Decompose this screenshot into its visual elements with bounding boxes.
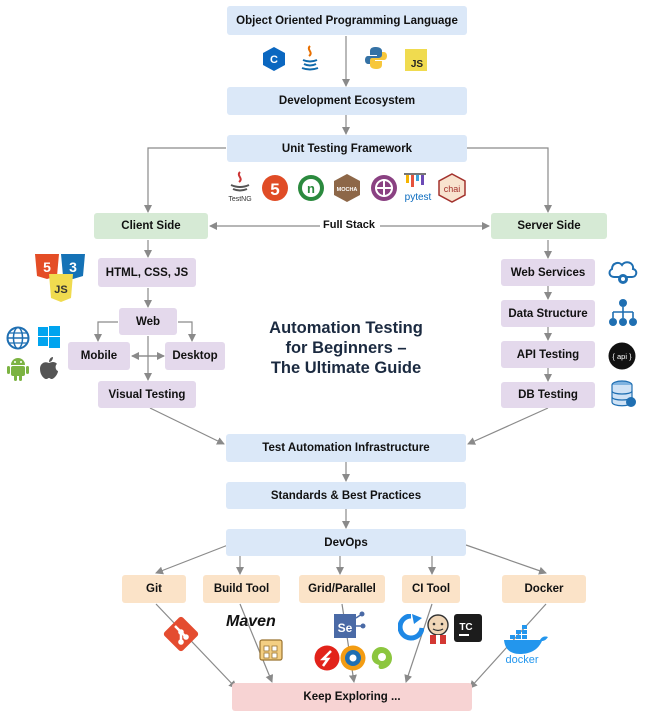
javascript-icon: JS [405, 49, 427, 71]
jenkins-icon [427, 614, 449, 644]
testproject-icon [371, 647, 392, 669]
cloud-gear-icon [608, 261, 638, 284]
arrow-unit-server [467, 147, 552, 213]
azure-pipelines-icon [398, 614, 424, 641]
title-line-2: for Beginners – [285, 339, 407, 357]
title-line-1: Automation Testing [269, 319, 423, 337]
svg-text:TC: TC [459, 622, 472, 633]
svg-text:5: 5 [43, 259, 51, 275]
svg-text:n: n [307, 181, 315, 196]
html5-icon: 5 [262, 175, 288, 201]
build-tool-box: Build Tool [203, 575, 280, 603]
lambdatest-icon [340, 645, 366, 671]
globe-icon [6, 326, 30, 350]
cplusplus-icon: C [263, 47, 285, 71]
android-icon [7, 358, 29, 381]
html-css-js-box: HTML, CSS, JS [98, 258, 196, 287]
web-services-box: Web Services [501, 259, 595, 286]
chai-icon: chai [438, 173, 466, 203]
mocha-icon: MOCHA [334, 174, 360, 202]
arrow-db-infra [467, 407, 549, 445]
network-tree-icon [609, 299, 637, 326]
ci-tool-box: CI Tool [402, 575, 460, 603]
testng-icon: TestNG [228, 171, 252, 203]
svg-text:JS: JS [54, 284, 67, 296]
arrow-web-mobile [94, 321, 118, 342]
apple-icon [40, 357, 58, 379]
oop-box: Object Oriented Programming Language [227, 6, 467, 35]
python-icon [365, 47, 387, 69]
git-icon [163, 616, 199, 652]
git-box: Git [122, 575, 186, 603]
database-icon [611, 380, 636, 407]
svg-text:pytest: pytest [405, 192, 432, 203]
arrow-web-desktop [178, 321, 196, 342]
svg-text:5: 5 [270, 180, 279, 199]
svg-text:docker: docker [505, 654, 538, 664]
keep-exploring-box: Keep Exploring ... [232, 683, 472, 711]
java-icon [301, 45, 319, 71]
svg-text:JS: JS [411, 59, 424, 70]
arrow-ci-explore [404, 603, 433, 683]
arrow-build-explore [239, 603, 274, 683]
sauce-labs-icon [314, 645, 340, 671]
api-testing-box: API Testing [501, 341, 595, 368]
svg-text:{ api }: { api } [612, 352, 632, 361]
jasmine-icon [371, 175, 397, 201]
svg-text:TestNG: TestNG [228, 196, 251, 203]
arrow-devops-docker [465, 544, 547, 575]
desktop-box: Desktop [165, 342, 225, 370]
arrow-visual-infra [149, 407, 225, 445]
title-line-3: The Ultimate Guide [270, 359, 422, 377]
nunit-icon: n [298, 175, 324, 201]
grid-parallel-box: Grid/Parallel [299, 575, 385, 603]
svg-text:MOCHA: MOCHA [337, 187, 358, 193]
maven-icon: Maven [226, 613, 283, 661]
selenium-grid-icon: Se [334, 611, 366, 638]
client-side-box: Client Side [94, 213, 208, 239]
pytest-icon: pytest [404, 173, 432, 203]
docker-box: Docker [502, 575, 586, 603]
arrow-git-explore [155, 603, 237, 689]
arrow-devops-git [155, 544, 229, 575]
teamcity-icon: TC [454, 614, 482, 642]
mobile-box: Mobile [68, 342, 130, 370]
web-box: Web [119, 308, 177, 335]
windows-icon [38, 326, 60, 348]
visual-testing-box: Visual Testing [98, 381, 196, 408]
devops-box: DevOps [226, 529, 466, 556]
unit-testing-box: Unit Testing Framework [227, 135, 467, 162]
svg-text:chai: chai [444, 184, 461, 194]
guide-title: Automation Testing for Beginners – The U… [248, 318, 444, 378]
svg-text:Maven: Maven [226, 613, 276, 630]
server-side-box: Server Side [491, 213, 607, 239]
svg-text:C: C [270, 54, 278, 66]
data-structure-box: Data Structure [501, 300, 595, 327]
dev-ecosystem-box: Development Ecosystem [227, 87, 467, 115]
docker-icon: docker [504, 625, 548, 664]
standards-box: Standards & Best Practices [226, 482, 466, 509]
html5-css3-js-icon: 5 3 JS [35, 254, 85, 302]
infrastructure-box: Test Automation Infrastructure [226, 434, 466, 462]
full-stack-label: Full Stack [320, 219, 378, 231]
api-icon: { api } [608, 342, 636, 370]
db-testing-box: DB Testing [501, 382, 595, 408]
arrow-unit-client [144, 147, 226, 213]
svg-text:Se: Se [338, 621, 353, 635]
svg-text:3: 3 [69, 259, 77, 275]
